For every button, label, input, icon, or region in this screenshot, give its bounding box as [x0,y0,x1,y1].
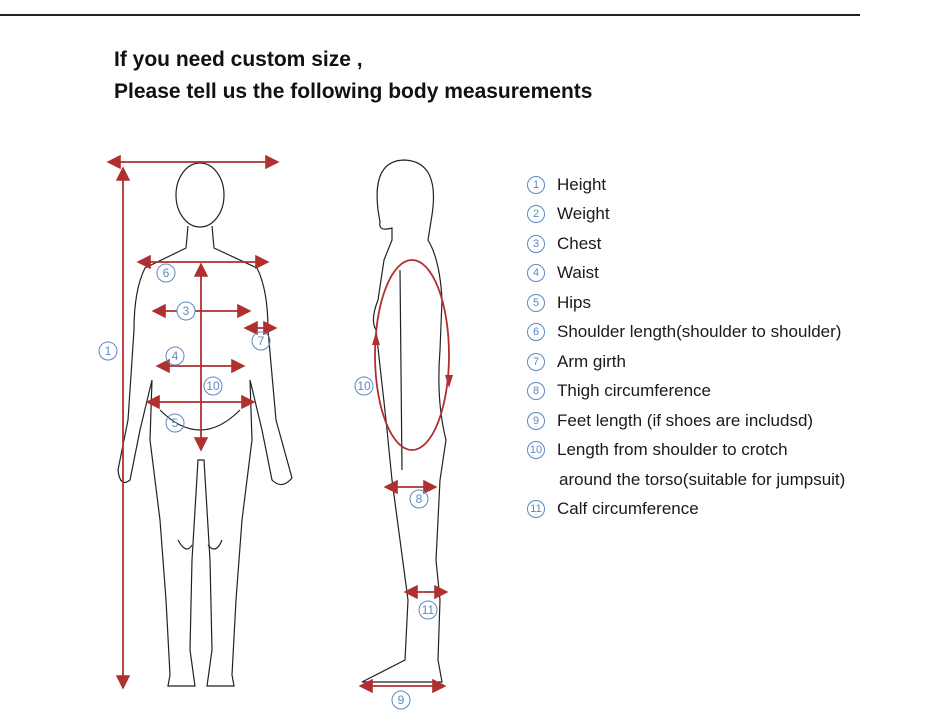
legend-item: 3 Chest [527,229,845,259]
number-icon: 8 [527,382,545,401]
svg-text:7: 7 [258,334,265,348]
svg-text:1: 1 [105,344,112,358]
svg-text:6: 6 [163,266,170,280]
legend-text: Weight [557,204,610,224]
legend-text: Length from shoulder to crotch [557,440,788,460]
legend-item: 4 Waist [527,259,845,289]
svg-text:11: 11 [422,603,435,617]
legend-item-continuation: around the torso(suitable for jumpsuit) [527,465,845,495]
label-thigh: 8 [409,489,429,509]
title-line-2: Please tell us the following body measur… [114,80,593,103]
legend-text: Calf circumference [557,499,699,519]
label-arm: 7 [251,331,271,351]
legend-text: around the torso(suitable for jumpsuit) [559,469,846,489]
number-icon: 7 [527,352,545,371]
legend-item: 10 Length from shoulder to crotch [527,436,845,466]
legend-text: Hips [557,292,592,312]
legend-text: Thigh circumference [557,381,712,401]
legend-text: Shoulder length(shoulder to shoulder) [557,322,842,342]
number-icon: 3 [527,234,545,253]
side-body-figure [361,159,447,683]
number-icon: 6 [527,323,545,342]
legend-item: 11 Calf circumference [527,495,845,525]
front-body-figure [117,162,293,687]
top-divider [0,14,860,16]
number-icon: 11 [527,500,545,519]
number-icon: 5 [527,293,545,312]
svg-text:8: 8 [416,492,423,506]
legend-item: 5 Hips [527,288,845,318]
legend-text: Waist [557,263,599,283]
number-icon: 10 [527,441,545,460]
legend-text: Feet length (if shoes are includsd) [557,410,814,430]
torso-side-loop [374,259,450,451]
legend-item: 2 Weight [527,200,845,230]
number-icon: 9 [527,411,545,430]
legend-item: 8 Thigh circumference [527,377,845,407]
label-feet: 9 [391,690,411,710]
number-icon: 1 [527,175,545,194]
number-icon: 4 [527,264,545,283]
label-calf: 11 [418,600,438,620]
measurement-arrows [106,154,449,694]
svg-text:10: 10 [357,379,371,393]
measurement-legend: 1 Height 2 Weight 3 Chest 4 Waist 5 Hips 6 Sho… [527,170,845,524]
svg-text:5: 5 [172,416,179,430]
svg-text:3: 3 [183,304,190,318]
svg-text:10: 10 [206,379,220,393]
label-height: 1 [98,341,118,361]
svg-text:9: 9 [398,693,405,707]
label-shoulder: 6 [156,263,176,283]
legend-item: 7 Arm girth [527,347,845,377]
label-waist: 4 [165,346,185,366]
legend-text: Arm girth [557,351,626,371]
svg-text:4: 4 [172,349,179,363]
legend-text: Chest [557,233,602,253]
legend-item: 6 Shoulder length(shoulder to shoulder) [527,318,845,348]
legend-text: Height [557,174,607,194]
legend-item: 9 Feet length (if shoes are includsd) [527,406,845,436]
label-hips: 5 [165,413,185,433]
legend-item: 1 Height [527,170,845,200]
label-torso-front: 10 [203,376,223,396]
title-line-1: If you need custom size , [114,48,363,71]
number-icon: 2 [527,205,545,224]
label-torso-side: 10 [354,376,374,396]
diagram-labels: 1 6 3 7 4 10 5 10 8 11 9 [98,263,438,710]
label-chest: 3 [176,301,196,321]
